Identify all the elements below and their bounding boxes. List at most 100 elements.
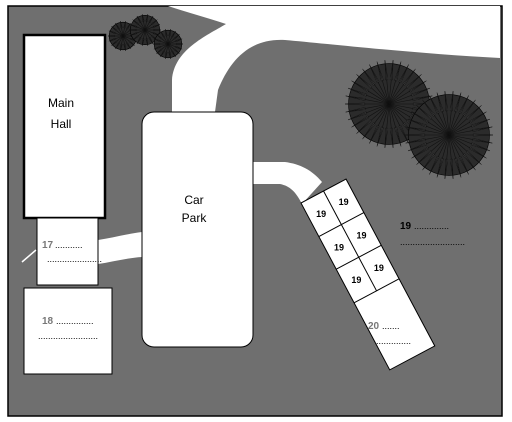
question-18-blank-line2: ........................: [38, 331, 98, 341]
tree-vein: [130, 29, 146, 36]
tree-vein: [388, 66, 408, 105]
parking-divider: [335, 244, 382, 270]
parking-strip: 19 19 19 19 19 19: [300, 178, 436, 371]
tree-icon: [107, 21, 139, 51]
tree-vein: [167, 29, 171, 45]
tree-vein: [448, 101, 475, 136]
tree-vein: [370, 66, 390, 105]
tree-vein: [388, 103, 394, 146]
tree-vein: [156, 43, 169, 54]
tree-vein: [111, 35, 124, 46]
tree-vein: [122, 35, 131, 49]
tree-vein: [133, 19, 146, 31]
tree-vein: [154, 43, 169, 50]
connecting-path: [98, 232, 142, 264]
trees-group: [107, 14, 494, 179]
tree-icon: [152, 29, 184, 59]
tree-vein: [444, 134, 450, 177]
tree-vein: [423, 134, 450, 169]
tree-vein: [388, 96, 431, 105]
tree-vein: [448, 112, 485, 136]
tree-vein: [413, 134, 450, 158]
tree-vein: [349, 88, 390, 105]
tree-vein: [384, 103, 390, 146]
parking-divider: [353, 278, 400, 304]
main-hall-label-line2: Hall: [51, 117, 72, 131]
tree-vein: [448, 106, 481, 136]
tree-vein: [437, 94, 450, 136]
tree-vein: [167, 34, 180, 45]
tree-vein: [137, 29, 146, 44]
question-18-blank-line1: ...............: [56, 316, 94, 326]
tree-vein: [357, 75, 390, 105]
parking-space-label: 19: [339, 197, 349, 207]
tree-vein: [154, 38, 169, 45]
tree-vein: [142, 14, 146, 31]
question-20-number: 20: [368, 321, 380, 332]
tree-icon: [128, 14, 162, 46]
tree-vein: [167, 43, 182, 50]
tree-vein: [363, 70, 390, 105]
main-road: [168, 6, 500, 112]
tree-vein: [448, 119, 489, 136]
tree-vein: [349, 103, 390, 120]
tree-vein: [115, 35, 124, 49]
tree-vein: [167, 43, 176, 57]
question-20-blank-line2: ..............: [376, 336, 411, 346]
tree-vein: [448, 134, 485, 158]
tree-vein: [363, 103, 390, 138]
tree-vein: [409, 134, 450, 151]
question-19-blank-line2: ..........................: [400, 237, 465, 247]
tree-vein: [407, 134, 450, 143]
question-19-number: 19: [400, 221, 412, 232]
tree-vein: [167, 43, 180, 54]
tree-vein: [144, 16, 153, 31]
tree-vein: [122, 23, 131, 37]
tree-vein: [144, 29, 153, 44]
tree-vein: [409, 119, 450, 136]
tree-vein: [111, 26, 124, 37]
tree-vein: [165, 43, 169, 59]
tree-vein: [448, 97, 468, 136]
parking-space-label: 19: [334, 242, 344, 252]
main-hall-building: [22, 33, 107, 220]
tree-vein: [142, 29, 146, 46]
parking-access-path: [253, 162, 322, 204]
tree-vein: [413, 112, 450, 136]
tree-vein: [448, 134, 468, 173]
tree-vein: [448, 127, 491, 136]
tree-vein: [130, 24, 146, 31]
building-17: [36, 217, 99, 286]
tree-vein: [353, 81, 390, 105]
question-19-blank-line1: ..............: [414, 221, 449, 231]
tree-vein: [448, 134, 454, 177]
main-hall-label-line1: Main: [48, 96, 74, 110]
tree-vein: [448, 134, 475, 169]
tree-vein: [144, 14, 148, 31]
tree-vein: [388, 70, 415, 105]
parking-space-label: 19: [316, 209, 326, 219]
tree-vein: [384, 62, 390, 105]
car-park: [141, 111, 254, 348]
parking-space-label: 19: [374, 263, 384, 273]
tree-vein: [448, 134, 481, 164]
tree-vein: [388, 103, 408, 142]
tree-vein: [370, 103, 390, 142]
tree-vein: [144, 19, 157, 31]
tree-vein: [144, 24, 160, 31]
tree-vein: [144, 29, 160, 36]
tree-vein: [430, 97, 450, 136]
tree-vein: [167, 31, 176, 45]
tree-vein: [165, 29, 169, 45]
tree-vein: [167, 43, 171, 59]
tree-vein: [144, 29, 157, 41]
tree-vein: [347, 96, 390, 105]
tree-vein: [137, 16, 146, 31]
question-20-blank-line1: .......: [382, 321, 400, 331]
tree-vein: [120, 35, 124, 51]
tree-vein: [167, 38, 182, 45]
tree-vein: [417, 106, 450, 136]
tree-vein: [448, 134, 491, 143]
tree-vein: [448, 94, 461, 136]
